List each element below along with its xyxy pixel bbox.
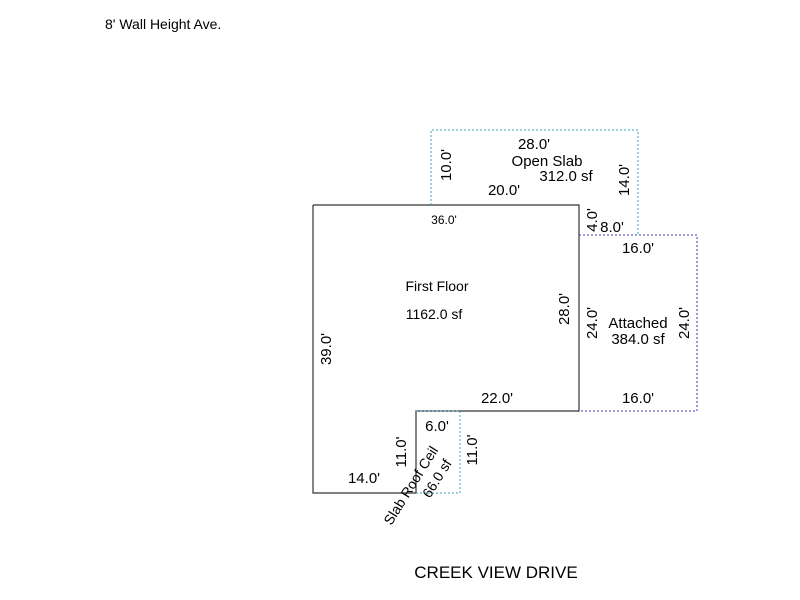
attached-outline <box>579 234 698 412</box>
street-name: CREEK VIEW DRIVE <box>414 563 577 582</box>
attached-left-dim: 24.0' <box>584 307 601 339</box>
first-floor-top-dim: 36.0' <box>431 213 457 227</box>
open-slab-step-height-dim: 4.0' <box>584 208 601 232</box>
first-floor-bottom-left-dim: 14.0' <box>348 470 380 487</box>
first-floor-bottom-right-dim: 22.0' <box>481 390 513 407</box>
open-slab-left-dim: 10.0' <box>438 149 455 181</box>
first-floor-area: 1162.0 sf <box>406 306 463 322</box>
attached-right-dim: 24.0' <box>676 307 693 339</box>
first-floor-right-dim: 28.0' <box>556 293 573 325</box>
open-slab-step-width-dim: 8.0' <box>600 219 624 236</box>
open-slab-name: Open Slab <box>512 153 583 170</box>
first-floor-notch-dim: 11.0' <box>393 436 410 467</box>
slab-roof-right-dim: 11.0' <box>464 434 481 465</box>
open-slab-outline <box>430 129 639 236</box>
open-slab-bottom-dim: 20.0' <box>488 182 520 199</box>
open-slab-right-dim: 14.0' <box>616 164 633 196</box>
slab-roof-top-dim: 6.0' <box>425 418 449 435</box>
attached-top-dim: 16.0' <box>622 240 654 257</box>
first-floor-outline <box>312 204 580 494</box>
wall-height-note: 8' Wall Height Ave. <box>105 16 221 32</box>
first-floor-left-dim: 39.0' <box>318 333 335 365</box>
attached-bottom-dim: 16.0' <box>622 390 654 407</box>
attached-area: 384.0 sf <box>611 331 665 348</box>
first-floor-name: First Floor <box>406 278 469 294</box>
open-slab-top-dim: 28.0' <box>518 136 550 153</box>
open-slab-area: 312.0 sf <box>539 168 593 185</box>
slab-roof-outline <box>416 410 461 494</box>
attached-name: Attached <box>608 315 667 332</box>
